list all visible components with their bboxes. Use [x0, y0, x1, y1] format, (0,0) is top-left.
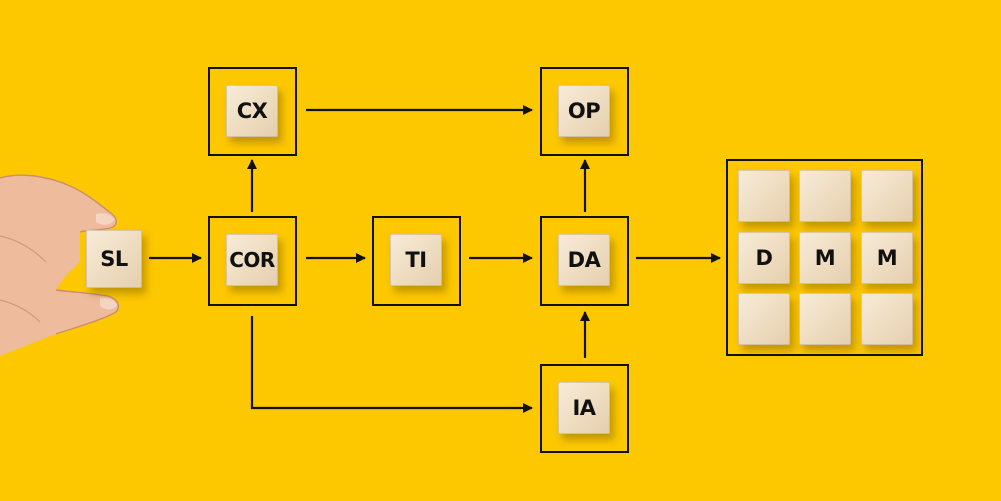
grid-cube [738, 170, 790, 222]
grid-cube-d: D [738, 232, 790, 284]
frame-op [540, 67, 629, 156]
frame-ia [540, 364, 629, 453]
node-ia[interactable]: IA [558, 382, 610, 434]
grid-cube [738, 293, 790, 345]
node-cx[interactable]: CX [226, 85, 278, 137]
node-op[interactable]: OP [558, 85, 610, 137]
grid-cube [799, 293, 851, 345]
arrow-cor-ia [250, 316, 533, 413]
grid-cube-m1: M [799, 232, 851, 284]
grid-cube [799, 170, 851, 222]
node-cor[interactable]: COR [226, 234, 278, 286]
node-da[interactable]: DA [558, 234, 610, 286]
frame-grid [726, 159, 923, 356]
grid-cube-m2: M [861, 232, 913, 284]
node-ti[interactable]: TI [390, 234, 442, 286]
frame-cx [208, 67, 297, 156]
frame-cor [208, 216, 297, 306]
frame-ti [372, 216, 461, 306]
frame-da [540, 216, 629, 306]
grid-cube [861, 293, 913, 345]
grid-cube [861, 170, 913, 222]
node-sl[interactable]: SL [86, 230, 142, 288]
